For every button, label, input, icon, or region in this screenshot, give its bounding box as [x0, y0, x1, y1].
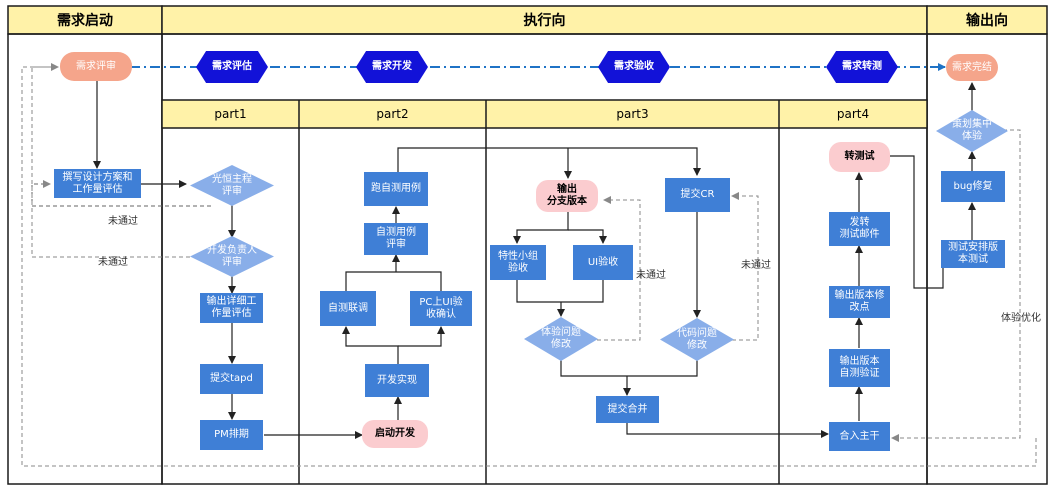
node-requirement-complete: 需求完结: [946, 54, 998, 81]
part1-label: part1: [214, 107, 247, 121]
node-requirement-development: 需求开发: [356, 51, 428, 83]
node-pm-schedule: PM排期: [200, 420, 263, 450]
node-transfer-test: 转测试: [829, 142, 890, 172]
node-ui-accept: UI验收: [573, 245, 633, 280]
node-submit-tapd: 提交tapd: [200, 364, 263, 394]
node-feature-group-accept: 特性小组 验收: [490, 245, 546, 280]
part3-label: part3: [616, 107, 649, 121]
node-test-schedule: 测试安排版 本测试: [941, 240, 1005, 268]
label-not-passed-3: 未通过: [636, 270, 666, 281]
node-run-self-test-cases: 跑自测用例: [364, 172, 428, 206]
label-not-passed-1: 未通过: [108, 216, 138, 227]
node-output-self-test: 输出版本 自测验证: [829, 349, 890, 387]
node-submit-merge: 提交合并: [596, 396, 659, 423]
node-send-test-mail: 发转 测试邮件: [829, 212, 890, 246]
part4-label: part4: [836, 107, 870, 121]
node-merge-main: 合入主干: [829, 422, 890, 451]
node-submit-cr: 提交CR: [665, 178, 730, 212]
label-experience-optimization: 体验优化: [1001, 313, 1041, 324]
node-pc-ui-check: PC上UI验 收确认: [410, 291, 472, 326]
node-requirement-transfer-test: 需求转测: [826, 51, 898, 83]
node-self-integration: 自测联调: [320, 291, 376, 326]
label-not-passed-4: 未通过: [741, 260, 771, 271]
header-execution: 执行向: [523, 13, 566, 29]
node-output-fix-points: 输出版本修 改点: [829, 286, 890, 318]
node-detail-estimate: 输出详细工 作量评估: [200, 293, 263, 323]
node-dev-implementation: 开发实现: [365, 364, 429, 397]
node-self-test-case-review: 自测用例 评审: [364, 223, 428, 255]
node-start-development: 启动开发: [362, 420, 428, 448]
node-requirement-review: 需求评审: [60, 52, 132, 81]
node-requirement-evaluation: 需求评估: [196, 51, 268, 83]
node-output-branch: 输出 分支版本: [536, 180, 598, 212]
header-output: 输出向: [966, 13, 1008, 29]
node-design-plan: 撰写设计方案和 工作量评估: [54, 169, 141, 198]
label-not-passed-2: 未通过: [98, 257, 128, 268]
node-bug-fix: bug修复: [941, 171, 1005, 202]
header-requirement-start: 需求启动: [57, 13, 113, 29]
part2-label: part2: [376, 107, 409, 121]
node-requirement-acceptance: 需求验收: [598, 51, 670, 83]
